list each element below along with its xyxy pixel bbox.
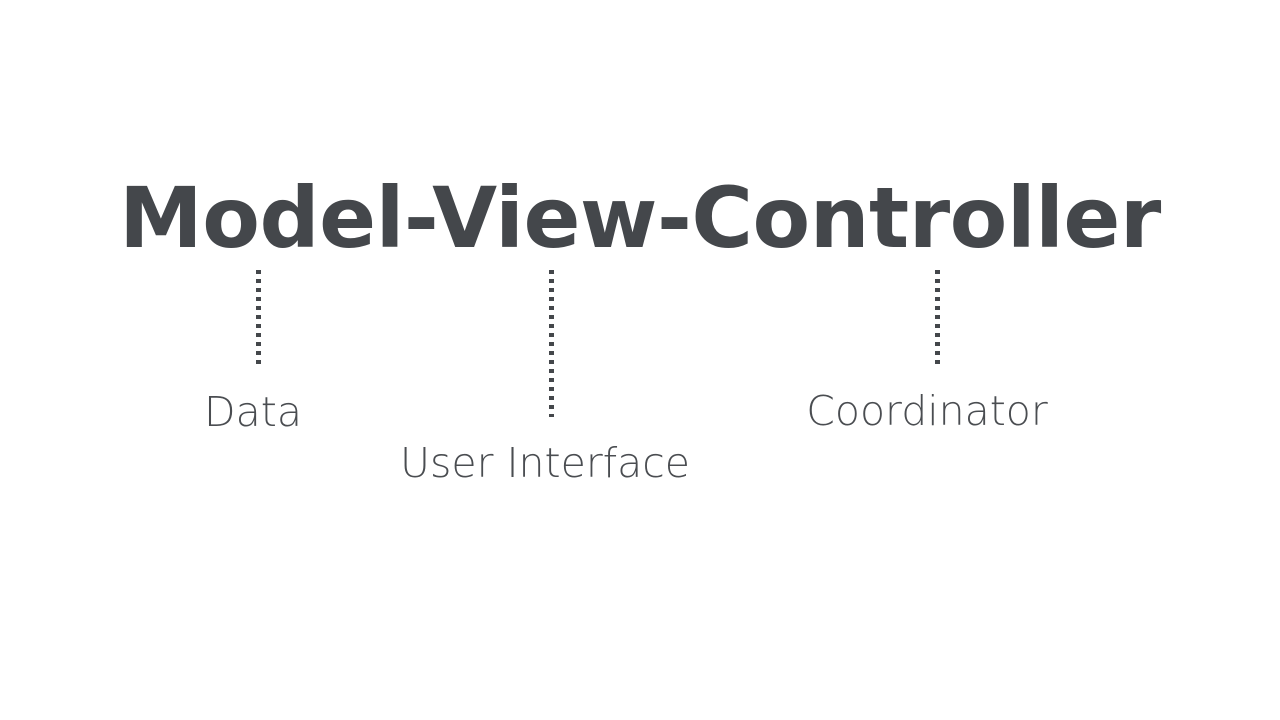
connector-line-model: [256, 270, 261, 364]
connector-line-view: [549, 270, 554, 417]
annotation-label-controller: Coordinator: [806, 387, 1048, 435]
connector-line-controller: [935, 270, 940, 364]
page-title: Model-View-Controller: [119, 169, 1161, 267]
annotation-label-view: User Interface: [399, 439, 691, 487]
annotation-label-model: Data: [204, 388, 302, 436]
